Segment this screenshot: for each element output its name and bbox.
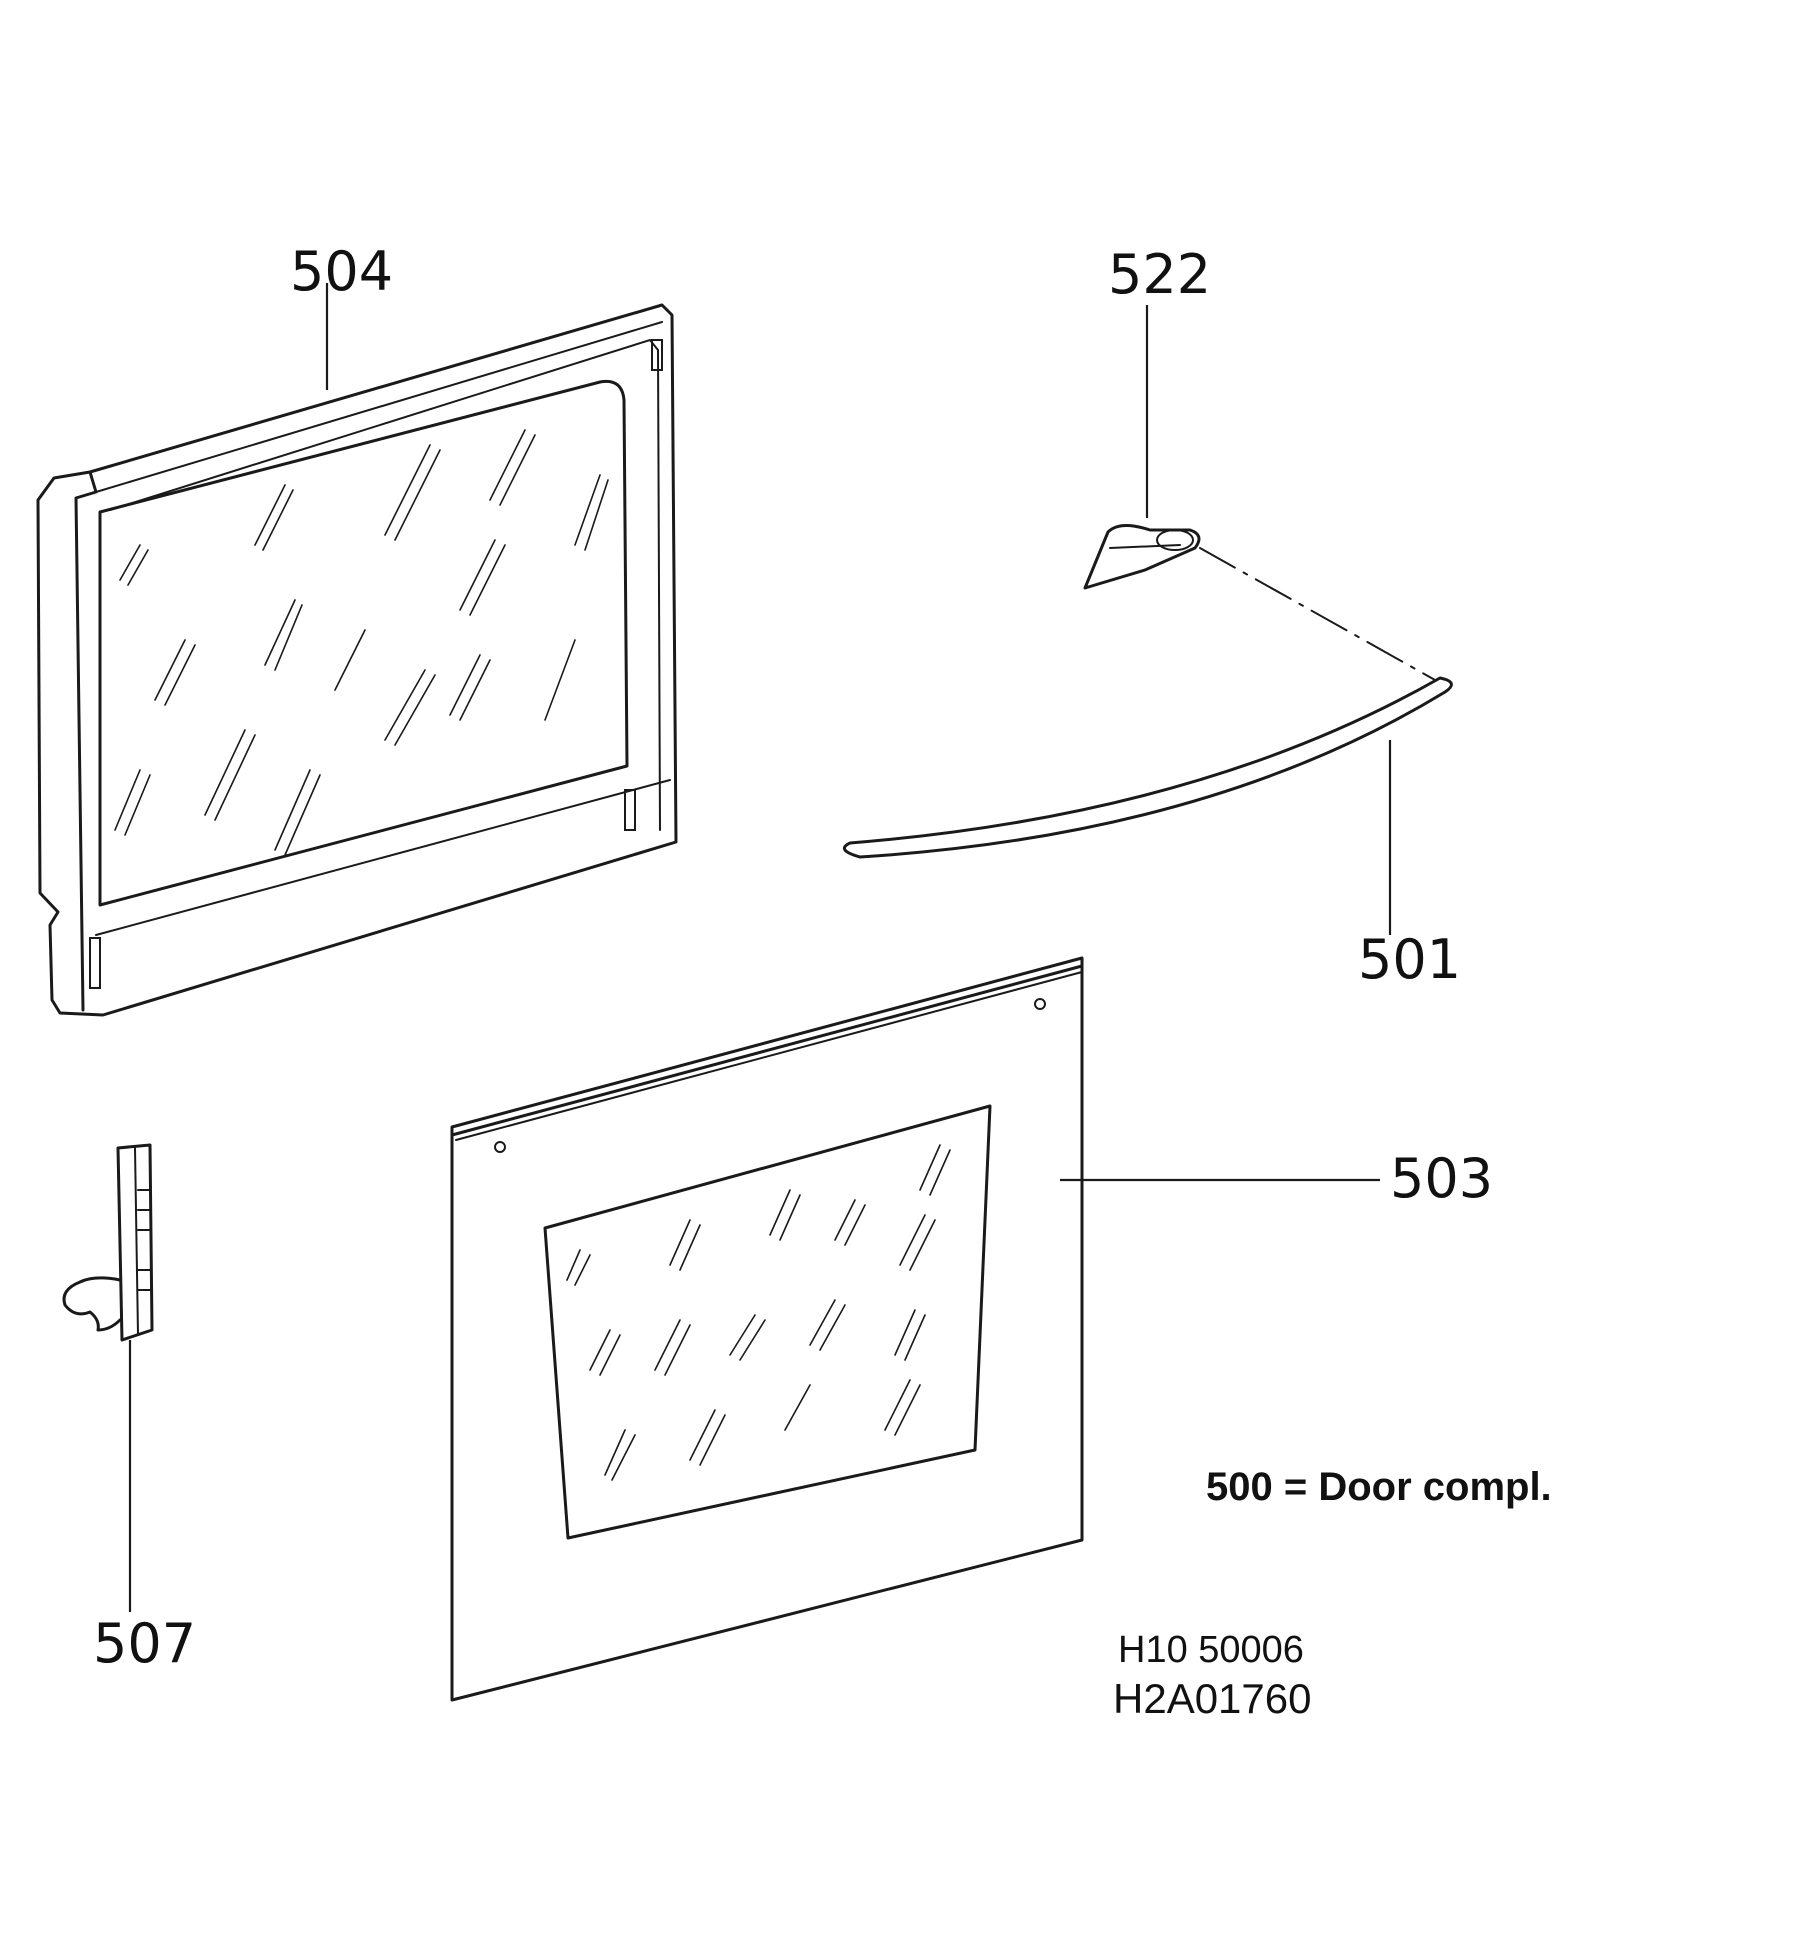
assembly-note: 500 = Door compl. — [1206, 1465, 1552, 1509]
callout-503: 503 — [1390, 1147, 1493, 1210]
door-inner-frame-part — [36, 303, 678, 1017]
assembly-axis-line — [1199, 547, 1436, 681]
callout-507: 507 — [93, 1612, 196, 1675]
handle-bar-part — [842, 676, 1453, 859]
callout-504: 504 — [290, 240, 393, 303]
leader-lines — [128, 283, 1392, 1612]
callout-501: 501 — [1358, 928, 1461, 991]
outer-door-glass-part — [450, 956, 1084, 1702]
drawing-code-1: H10 50006 — [1118, 1629, 1304, 1671]
door-hinge-part — [62, 1143, 154, 1342]
drawing-code-2: H2A01760 — [1113, 1675, 1312, 1722]
handle-end-cap-part — [1083, 524, 1201, 590]
callout-522: 522 — [1108, 243, 1211, 306]
